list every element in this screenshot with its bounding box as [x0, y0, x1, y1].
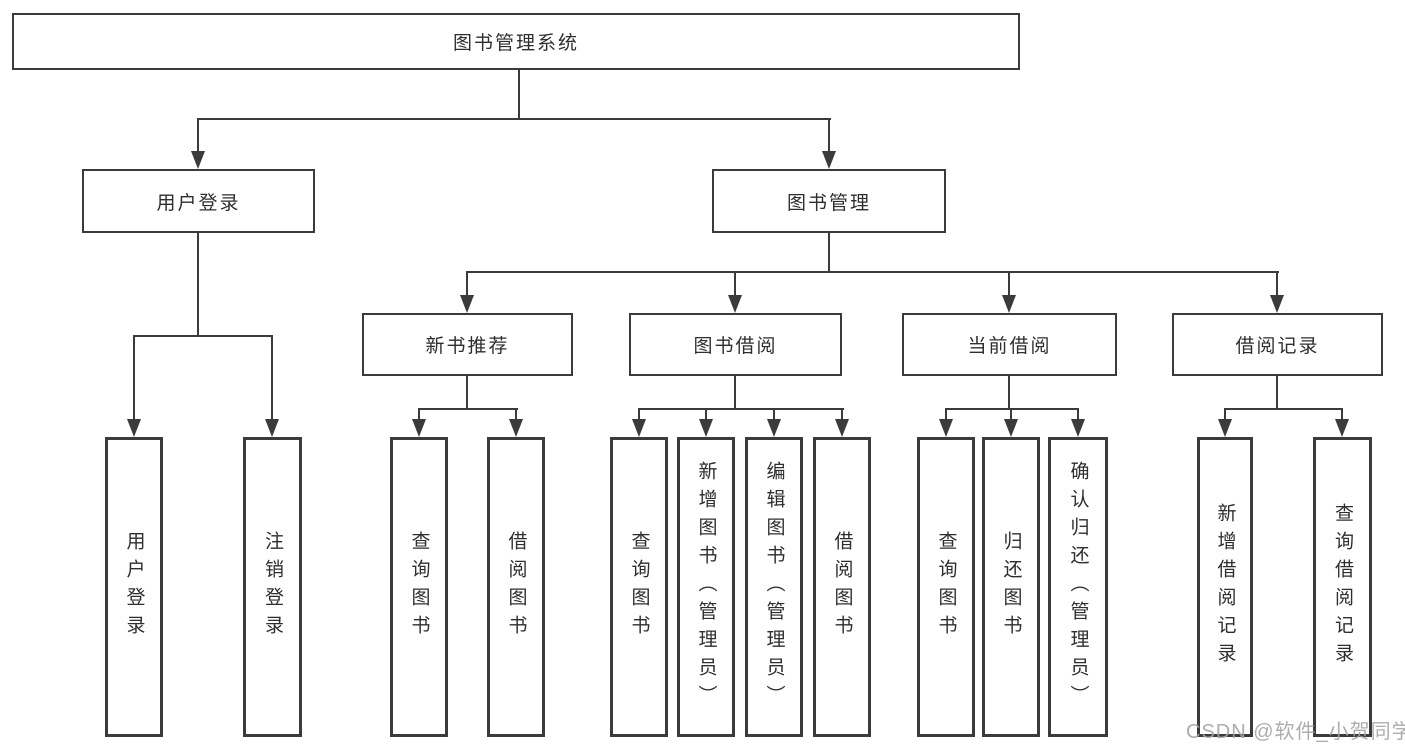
node-user-login: 用户登录 — [82, 169, 315, 233]
node-label: 用户登录 — [123, 531, 145, 643]
arrow-down-icon — [767, 419, 781, 437]
connector-line — [1010, 408, 1012, 422]
arrow-down-icon — [265, 419, 279, 437]
connector-line — [271, 335, 273, 423]
node-logout: 注销登录 — [243, 437, 302, 737]
connector-line — [466, 271, 468, 297]
connector-line — [1008, 376, 1010, 410]
node-book-management: 图书管理 — [712, 169, 946, 233]
connector-line — [466, 271, 1279, 273]
node-label: 当前借阅 — [967, 336, 1052, 357]
node-label: 借阅记录 — [1235, 336, 1320, 357]
connector-line — [773, 408, 775, 422]
node-label: 查询借阅记录 — [1332, 503, 1353, 671]
node-label: 查询图书 — [408, 531, 430, 643]
node-label: 新书推荐 — [425, 336, 510, 357]
node-label: 新增图书（管理员） — [695, 461, 717, 713]
connector-line — [197, 118, 831, 120]
node-label: 查询图书 — [628, 531, 650, 643]
node-label: 确认归还（管理员） — [1067, 461, 1089, 713]
arrow-down-icon — [1270, 295, 1284, 313]
node-label: 归还图书 — [1000, 531, 1022, 643]
node-label: 新增借阅记录 — [1214, 503, 1236, 671]
node-confirm-return-admin: 确认归还（管理员） — [1048, 437, 1108, 737]
connector-line — [1341, 408, 1343, 422]
connector-line — [638, 408, 640, 422]
node-borrow-books-recommend: 借阅图书 — [487, 437, 545, 737]
arrow-down-icon — [822, 151, 836, 169]
connector-line — [945, 408, 1079, 410]
node-return-books: 归还图书 — [982, 437, 1040, 737]
node-user-login-leaf: 用户登录 — [105, 437, 163, 737]
connector-line — [1224, 408, 1343, 410]
arrow-down-icon — [728, 295, 742, 313]
node-library-system: 图书管理系统 — [12, 13, 1020, 70]
node-book-borrowing: 图书借阅 — [629, 313, 842, 376]
node-add-book-admin: 新增图书（管理员） — [677, 437, 735, 737]
connector-line — [705, 408, 707, 422]
connector-line — [945, 408, 947, 422]
node-add-borrow-record: 新增借阅记录 — [1197, 437, 1253, 737]
connector-line — [734, 271, 736, 297]
arrow-down-icon — [191, 151, 205, 169]
node-query-books-current: 查询图书 — [917, 437, 975, 737]
connector-line — [133, 335, 135, 423]
node-borrow-books-borrowing: 借阅图书 — [813, 437, 871, 737]
connector-line — [418, 408, 518, 410]
arrow-down-icon — [460, 295, 474, 313]
node-label: 借阅图书 — [505, 531, 527, 643]
node-new-book-recommend: 新书推荐 — [362, 313, 573, 376]
arrow-down-icon — [127, 419, 141, 437]
node-query-books-recommend: 查询图书 — [390, 437, 448, 737]
arrow-down-icon — [509, 419, 523, 437]
connector-line — [518, 70, 520, 120]
arrow-down-icon — [1218, 419, 1232, 437]
node-label: 借阅图书 — [831, 531, 853, 643]
connector-line — [1224, 408, 1226, 422]
connector-line — [828, 118, 830, 152]
node-label: 用户登录 — [156, 192, 241, 214]
connector-line — [515, 408, 517, 422]
node-query-borrow-record: 查询借阅记录 — [1313, 437, 1372, 737]
arrow-down-icon — [939, 419, 953, 437]
connector-line — [1276, 376, 1278, 410]
connector-line — [133, 335, 273, 337]
connector-line — [828, 233, 830, 273]
arrow-down-icon — [1002, 295, 1016, 313]
node-label: 注销登录 — [262, 531, 283, 643]
node-label: 查询图书 — [935, 531, 957, 643]
arrow-down-icon — [632, 419, 646, 437]
connector-line — [418, 408, 420, 422]
connector-line — [734, 376, 736, 410]
node-label: 编辑图书（管理员） — [763, 461, 785, 713]
connector-line — [1008, 271, 1010, 297]
arrow-down-icon — [835, 419, 849, 437]
node-label: 图书借阅 — [693, 336, 778, 357]
connector-line — [638, 408, 844, 410]
node-current-borrowing: 当前借阅 — [902, 313, 1117, 376]
connector-line — [197, 233, 199, 337]
arrow-down-icon — [412, 419, 426, 437]
arrow-down-icon — [1004, 419, 1018, 437]
node-label: 图书管理 — [786, 192, 871, 214]
connector-line — [1077, 408, 1079, 422]
connector-line — [1276, 271, 1278, 297]
arrow-down-icon — [1335, 419, 1349, 437]
connector-line — [841, 408, 843, 422]
node-label: 图书管理系统 — [452, 33, 579, 54]
arrow-down-icon — [1071, 419, 1085, 437]
csdn-watermark: CSDN @软件_小贺同学 — [1186, 721, 1405, 743]
node-query-books-borrowing: 查询图书 — [610, 437, 668, 737]
node-edit-book-admin: 编辑图书（管理员） — [745, 437, 803, 737]
arrow-down-icon — [699, 419, 713, 437]
connector-line — [466, 376, 468, 410]
connector-line — [197, 118, 199, 152]
node-borrowing-records: 借阅记录 — [1172, 313, 1383, 376]
